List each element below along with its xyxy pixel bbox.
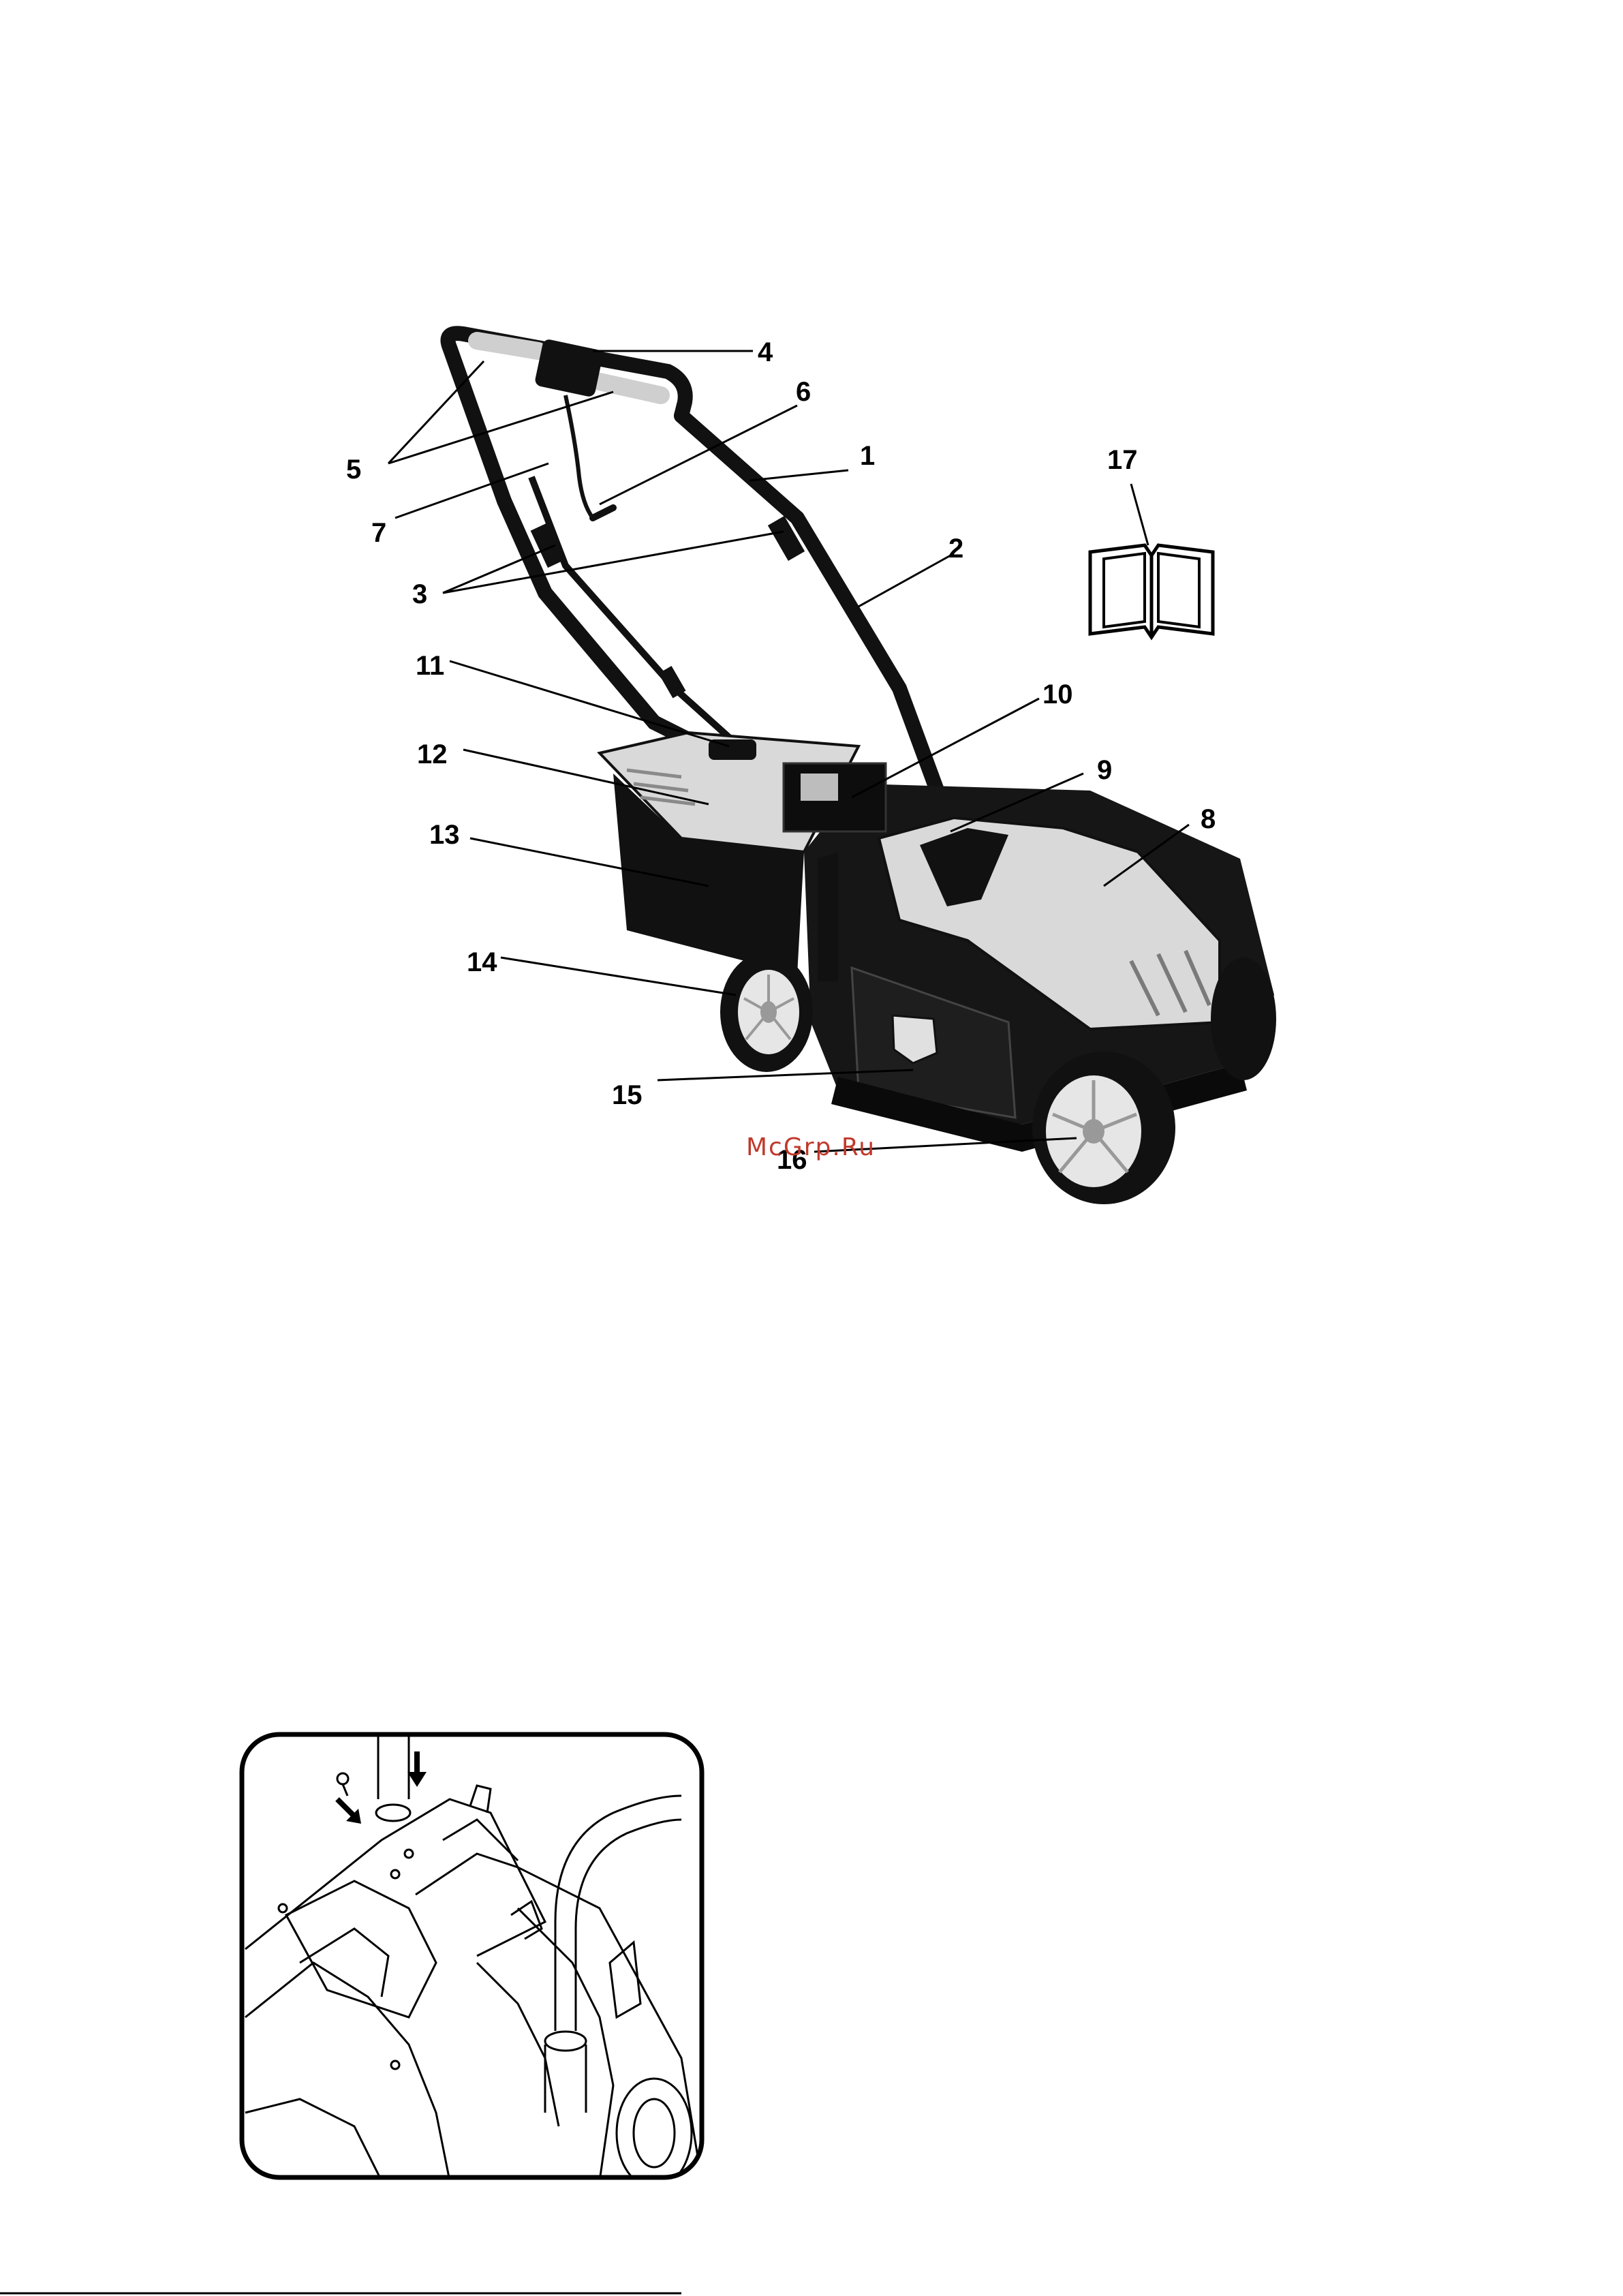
watermark: McGrp.Ru [746, 1133, 876, 1161]
callout-14: 14 [467, 947, 497, 977]
handle-grip-left [477, 341, 538, 351]
callout-12: 12 [417, 739, 448, 769]
callout-4: 4 [758, 337, 773, 367]
callout-3: 3 [412, 579, 427, 609]
callout-11: 11 [416, 651, 444, 681]
callout-15: 15 [612, 1080, 643, 1110]
front-wheel [1032, 1052, 1175, 1204]
callout-17: 17 [1107, 445, 1138, 475]
callout-9: 9 [1097, 755, 1112, 785]
rear-wheel [720, 952, 813, 1072]
far-rear-wheel [1211, 958, 1276, 1080]
callout-10: 10 [1042, 679, 1073, 709]
callout-8: 8 [1201, 804, 1216, 834]
height-adjust-label [801, 774, 838, 801]
cable-plug [593, 508, 613, 518]
callout-6: 6 [796, 377, 811, 407]
callout-5: 5 [346, 455, 361, 485]
switch-box [534, 338, 604, 397]
callout-13: 13 [429, 820, 460, 850]
callout-7: 7 [371, 518, 386, 548]
open-book-icon [1090, 545, 1213, 637]
callout-2: 2 [948, 534, 963, 564]
callout-1: 1 [860, 441, 875, 471]
power-cable [566, 395, 593, 518]
rear-flap [818, 852, 838, 981]
assembly-detail-figure [242, 1731, 702, 2188]
